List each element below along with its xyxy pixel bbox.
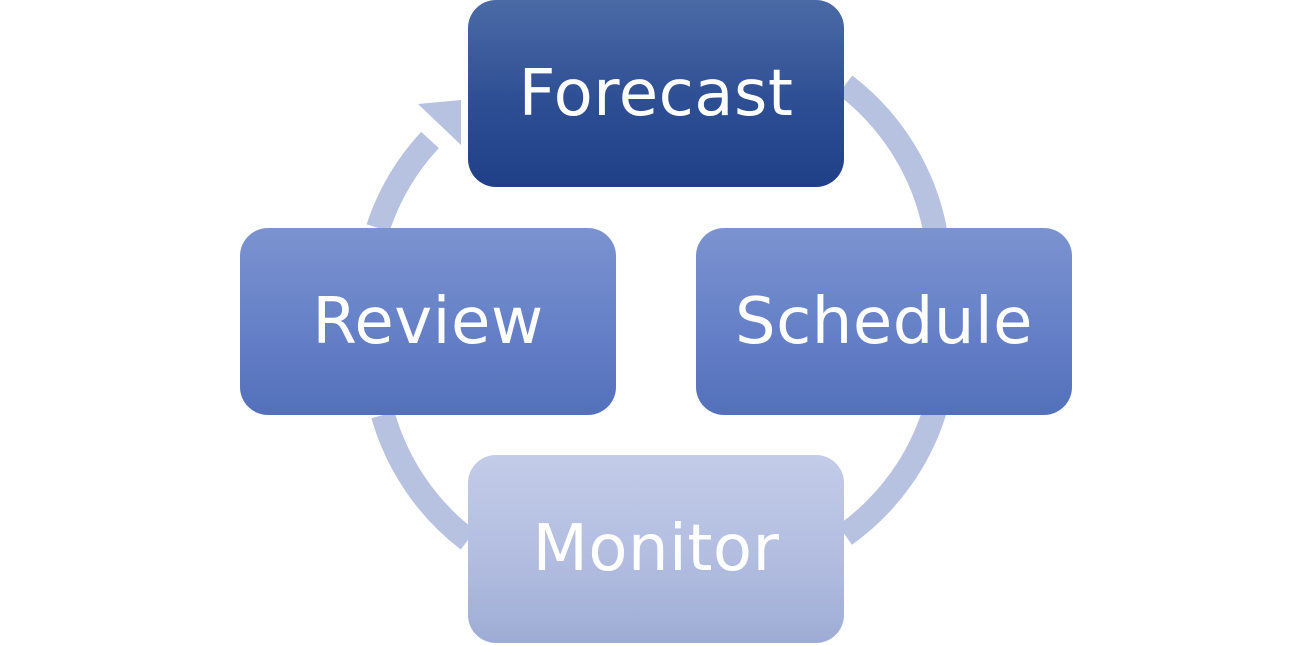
node-label-forecast: Forecast — [518, 56, 794, 131]
node-label-monitor: Monitor — [532, 512, 780, 586]
node-schedule: Schedule — [696, 228, 1072, 415]
arc-forecast-to-schedule — [837, 75, 947, 233]
node-label-review: Review — [312, 284, 544, 359]
arc-schedule-to-monitor — [837, 406, 947, 545]
node-monitor: Monitor — [468, 455, 844, 643]
node-label-schedule: Schedule — [734, 284, 1034, 359]
node-review: Review — [240, 228, 616, 415]
arc-monitor-to-review — [371, 411, 476, 550]
node-forecast: Forecast — [468, 0, 844, 187]
arrowhead-icon — [418, 100, 461, 145]
arc-review-to-forecast — [366, 131, 439, 232]
